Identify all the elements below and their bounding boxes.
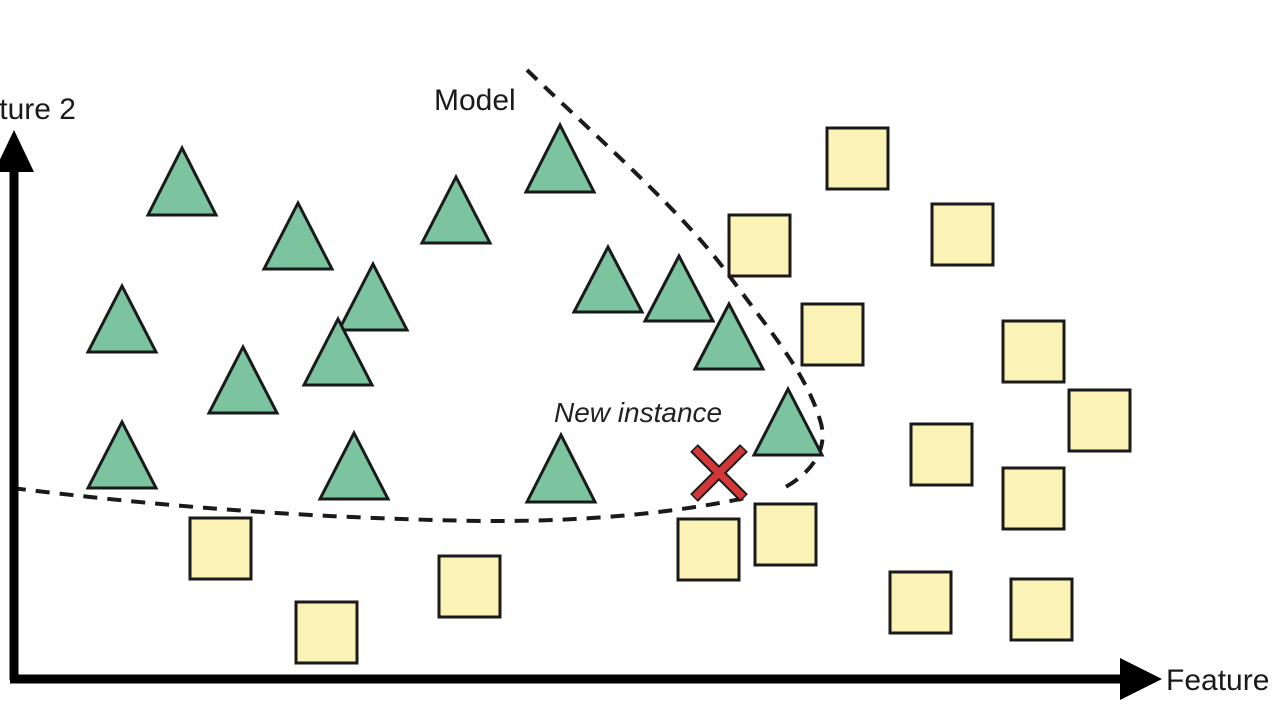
triangle-marker xyxy=(419,173,493,245)
y-axis-arrow-icon xyxy=(0,130,34,172)
square-marker xyxy=(888,570,953,635)
triangle-marker xyxy=(145,144,219,217)
square-marker xyxy=(1001,319,1066,384)
triangle-marker xyxy=(642,252,716,323)
square-marker xyxy=(800,302,865,367)
square-marker xyxy=(1001,466,1066,531)
triangle-marker xyxy=(571,243,645,314)
triangle-marker xyxy=(317,429,391,501)
square-marker xyxy=(909,422,974,487)
square-marker xyxy=(753,502,818,567)
model-boundary-lower xyxy=(11,486,751,524)
triangle-marker xyxy=(206,343,280,415)
x-axis-label: Feature xyxy=(1166,664,1269,697)
square-marker xyxy=(727,213,792,278)
model-label: Model xyxy=(434,84,516,117)
triangle-marker xyxy=(85,418,159,490)
square-marker xyxy=(437,554,502,619)
square-marker xyxy=(1009,577,1074,642)
square-marker xyxy=(930,202,995,267)
square-marker xyxy=(188,516,253,581)
square-marker xyxy=(825,126,890,191)
new-instance-x-icon xyxy=(690,444,748,502)
triangle-marker xyxy=(261,199,335,271)
triangle-marker xyxy=(523,121,597,194)
triangle-marker xyxy=(301,315,375,387)
square-marker xyxy=(1067,388,1132,453)
triangle-marker xyxy=(336,260,410,332)
class-a-triangles xyxy=(85,121,825,504)
x-axis-arrow-icon xyxy=(1120,658,1162,700)
square-marker xyxy=(676,517,741,582)
class-b-squares xyxy=(188,126,1132,665)
new-instance-label: New instance xyxy=(554,397,722,428)
triangle-marker xyxy=(751,385,825,457)
triangle-marker xyxy=(85,282,159,354)
triangle-marker xyxy=(692,300,766,371)
y-axis-label: Feature 2 xyxy=(0,93,76,126)
model-boundary-upper xyxy=(525,68,825,492)
triangle-marker xyxy=(524,431,598,504)
model-decision-boundary xyxy=(11,68,825,524)
square-marker xyxy=(294,600,359,665)
axes xyxy=(0,130,1162,700)
